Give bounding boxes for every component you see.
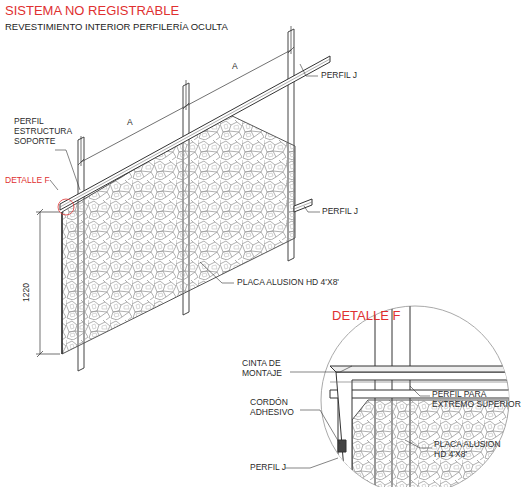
part-label: PERFIL J — [250, 463, 286, 473]
part-label: CINTA DE MONTAJE — [242, 359, 292, 379]
drawing-title: SISTEMA NO REGISTRABLE — [5, 4, 179, 19]
part-label: PLACA ALUSION HD 4'X8' — [434, 440, 506, 460]
detail-title: DETALLE F — [332, 309, 400, 324]
part-label: PERFIL J — [321, 71, 357, 81]
part-label: PERFIL ESTRUCTURA SOPORTE — [14, 117, 84, 146]
dimension-label: A — [232, 62, 238, 72]
dimension-label: A — [127, 118, 133, 128]
dimension-label: 1220 — [22, 283, 32, 302]
detail-label: DETALLE F — [5, 176, 50, 186]
part-label: PLACA ALUSION HD 4'X8' — [237, 278, 339, 288]
subtitle: REVESTIMIENTO INTERIOR PERFILERÍA OCULTA — [5, 22, 228, 33]
part-label: PERFIL J — [322, 207, 358, 217]
part-label: CORDÓN ADHESIVO — [250, 398, 300, 418]
part-label: PERFIL PARA EXTREMO SUPERIOR — [432, 390, 524, 410]
